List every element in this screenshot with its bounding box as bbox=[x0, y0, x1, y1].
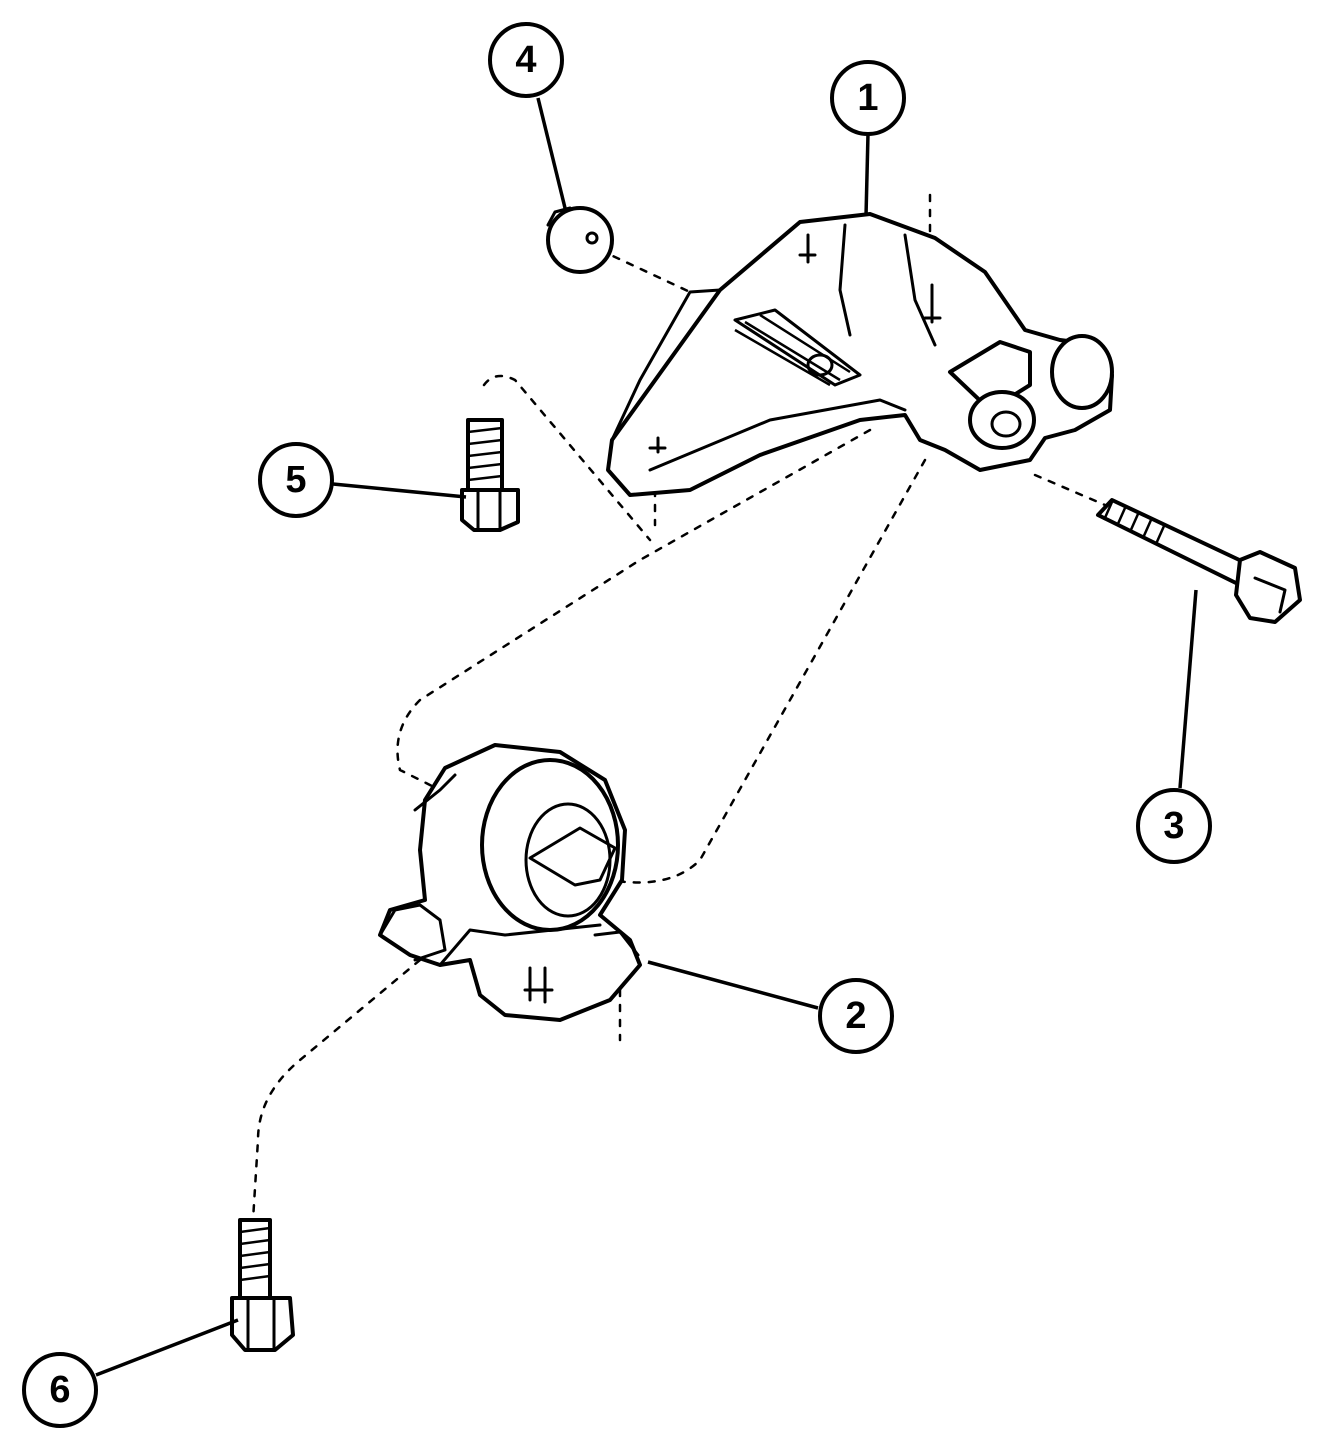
bracket-part-1 bbox=[606, 212, 1114, 497]
bracket-slot-hatch bbox=[734, 313, 851, 387]
callout-5: 5 bbox=[258, 442, 334, 518]
nut-hole bbox=[585, 231, 599, 245]
dash-line-nut-to-bracket bbox=[598, 248, 692, 294]
callout-1: 1 bbox=[830, 60, 906, 136]
bracket-slot bbox=[733, 308, 862, 387]
callout-4: 4 bbox=[488, 22, 564, 98]
callout-label: 6 bbox=[49, 1369, 70, 1411]
bracket-hole-3 bbox=[648, 436, 667, 454]
bolt3-shank bbox=[1096, 498, 1252, 587]
bolt3-threads bbox=[1102, 501, 1166, 545]
bracket-rib-right bbox=[903, 233, 937, 347]
bracket-hole-2 bbox=[923, 283, 942, 324]
nut-part-4 bbox=[546, 206, 614, 274]
insulator-top-lip bbox=[413, 773, 457, 812]
callout-label: 2 bbox=[845, 995, 866, 1037]
bracket-fold-line bbox=[648, 398, 907, 472]
dash-line-bolt5-to-bracket bbox=[482, 374, 652, 542]
bracket-bushing-tube-end bbox=[1050, 334, 1114, 410]
insulator-stud bbox=[523, 966, 554, 1004]
dash-line-bracket-to-insulator-right bbox=[608, 458, 927, 884]
leader-5 bbox=[332, 482, 467, 499]
bracket-rib-left bbox=[838, 223, 852, 337]
dash-line-bracket-to-insulator-left bbox=[396, 428, 872, 792]
insulator-part-2 bbox=[378, 743, 642, 1022]
callout-label: 1 bbox=[857, 77, 878, 119]
leader-1 bbox=[864, 133, 870, 217]
insulator-left-foot bbox=[378, 903, 447, 962]
bracket-flange-edge bbox=[610, 288, 722, 442]
leader-lines bbox=[95, 97, 1198, 1377]
bolt3-head-face bbox=[1253, 576, 1287, 614]
bracket-slot-bolt-hole bbox=[806, 353, 834, 377]
bolt6-head-flats bbox=[246, 1296, 276, 1350]
bolt5-head-flats bbox=[476, 488, 502, 532]
bracket-bushing-sleeve bbox=[968, 390, 1036, 450]
bracket-bushing-hole bbox=[990, 410, 1022, 438]
leader-2 bbox=[647, 960, 819, 1010]
callout-label: 5 bbox=[285, 459, 306, 501]
callout-label: 3 bbox=[1163, 805, 1184, 847]
dash-line-bolt3-to-bracket bbox=[1033, 473, 1107, 507]
bolt5-head bbox=[460, 488, 520, 532]
bolt6-threads bbox=[239, 1226, 271, 1282]
callout-2: 2 bbox=[818, 978, 894, 1054]
leader-3 bbox=[1178, 589, 1198, 789]
leader-4 bbox=[536, 97, 568, 213]
dash-line-insulator-to-bolt6 bbox=[251, 958, 422, 1222]
bolt-part-6 bbox=[230, 1218, 295, 1352]
bracket-body bbox=[606, 212, 1114, 497]
callout-6: 6 bbox=[22, 1352, 98, 1428]
insulator-base-line bbox=[438, 923, 602, 967]
callout-label: 4 bbox=[515, 39, 536, 81]
bracket-hole-1 bbox=[798, 233, 817, 264]
bolt6-head bbox=[230, 1296, 295, 1352]
callout-3: 3 bbox=[1136, 788, 1212, 864]
bolt-part-3 bbox=[1096, 498, 1302, 624]
insulator-right-foot bbox=[593, 930, 640, 957]
bolt5-threads bbox=[467, 426, 503, 482]
insulator-core bbox=[528, 826, 617, 887]
nut-body bbox=[546, 206, 614, 274]
bolt3-head bbox=[1234, 550, 1302, 624]
bolt-part-5 bbox=[460, 418, 520, 532]
leader-6 bbox=[95, 1318, 239, 1377]
